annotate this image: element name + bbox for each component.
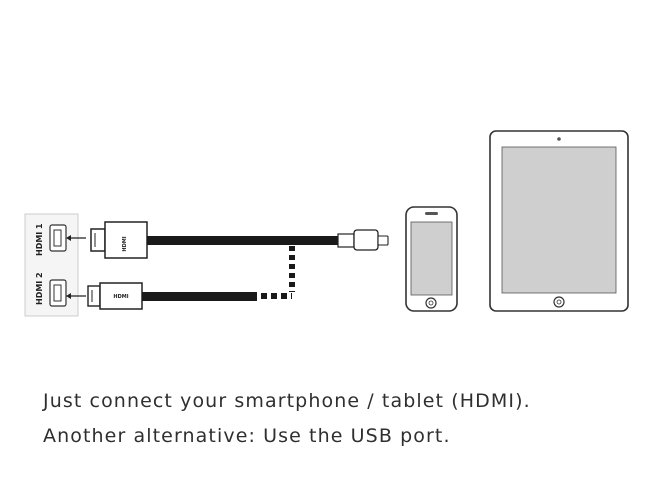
arrow-left-icon bbox=[66, 293, 86, 299]
home-button-icon bbox=[425, 297, 437, 309]
hdmi-2-label: HDMI 2 bbox=[35, 272, 44, 305]
mini-hdmi-cable: HDMI bbox=[87, 282, 257, 310]
mini-hdmi-cable-line bbox=[142, 292, 257, 301]
usb-dotted-line bbox=[261, 246, 295, 299]
hdmi-cable: HDMI bbox=[90, 221, 389, 259]
hdmi-2-port: HDMI 2 bbox=[35, 272, 86, 307]
hdmi-port-icon bbox=[49, 224, 67, 252]
mini-hdmi-plug-logo: HDMI bbox=[113, 294, 128, 300]
caption-connect-device: Just connect your smartphone / tablet (H… bbox=[43, 390, 531, 412]
earpiece-icon bbox=[425, 212, 438, 215]
home-button-icon bbox=[553, 296, 565, 308]
tablet bbox=[489, 130, 629, 312]
front-camera-icon bbox=[557, 137, 561, 141]
caption-usb-alternative: Another alternative: Use the USB port. bbox=[43, 425, 451, 447]
smartphone bbox=[405, 206, 458, 312]
hdmi-cable-line bbox=[147, 236, 340, 245]
hdmi-port-icon bbox=[49, 279, 67, 307]
hdmi-plug-logo: HDMI bbox=[122, 236, 128, 251]
lightning-connector bbox=[337, 229, 389, 251]
arrow-left-icon bbox=[66, 235, 86, 241]
hdmi-1-label: HDMI 1 bbox=[35, 223, 44, 256]
hdmi-1-port: HDMI 1 bbox=[35, 223, 86, 256]
